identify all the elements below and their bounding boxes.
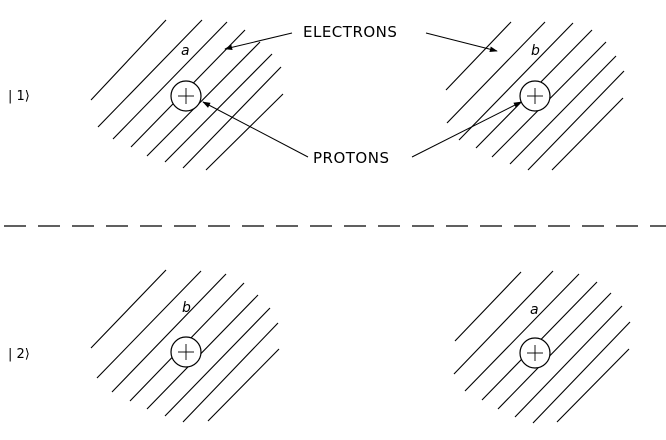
protons-callout: PROTONS — [203, 102, 521, 167]
electrons-callout: ELECTRONS — [225, 23, 497, 51]
electrons-arrow-right — [426, 33, 497, 51]
protons-callout-label: PROTONS — [313, 149, 390, 167]
atom-label-b-bottom: b — [182, 300, 191, 316]
electrons-callout-label: ELECTRONS — [303, 23, 397, 41]
atom-label-a-bottom: a — [530, 302, 539, 318]
electron-cloud-b-bottom: b — [91, 270, 279, 422]
state-1-ket-label: | 1⟩ — [8, 89, 30, 104]
protons-arrow-left — [203, 102, 308, 157]
state-2-ket-label: | 2⟩ — [8, 347, 30, 362]
state-2-row: | 2⟩ b — [8, 270, 630, 423]
atom-label-b-top: b — [531, 43, 540, 59]
electron-cloud-a-bottom: a — [454, 271, 630, 423]
state-1-row: | 1⟩ a — [8, 20, 624, 170]
electrons-arrow-left — [225, 33, 292, 49]
protons-arrow-right — [412, 102, 521, 157]
atom-label-a-top: a — [181, 43, 190, 59]
electron-cloud-b-top: b — [446, 22, 624, 170]
